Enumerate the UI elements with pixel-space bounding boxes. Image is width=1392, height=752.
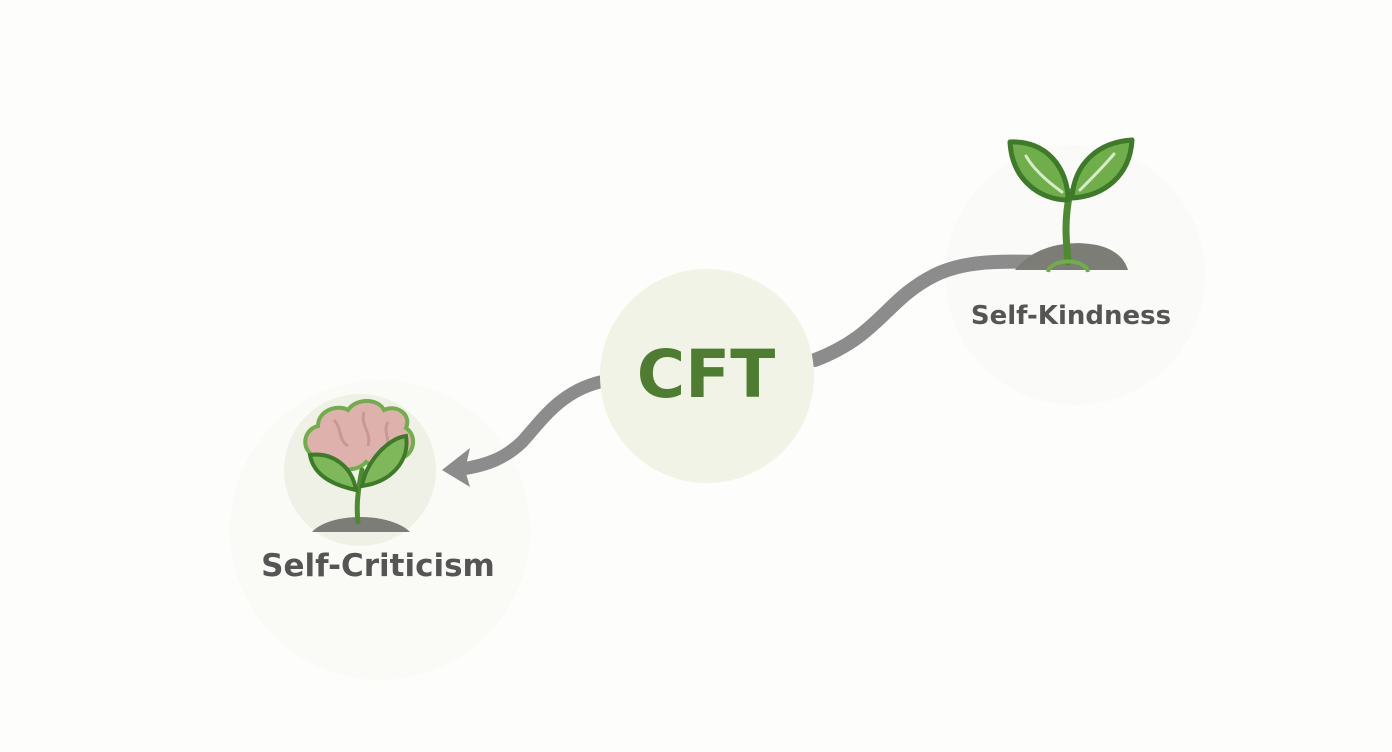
connector-to-self-criticism	[455, 375, 607, 476]
seedling-icon	[1007, 137, 1135, 273]
self-criticism-label: Self-Criticism	[261, 548, 495, 584]
self-kindness-label: Self-Kindness	[970, 301, 1172, 331]
connector-to-self-kindness	[808, 254, 1075, 367]
arrowhead-icon	[442, 448, 470, 487]
center-node-circle	[600, 269, 814, 483]
right-node-halo	[945, 145, 1205, 405]
brain-sprout-icon	[284, 394, 436, 546]
center-node-label: CFT	[636, 336, 776, 413]
